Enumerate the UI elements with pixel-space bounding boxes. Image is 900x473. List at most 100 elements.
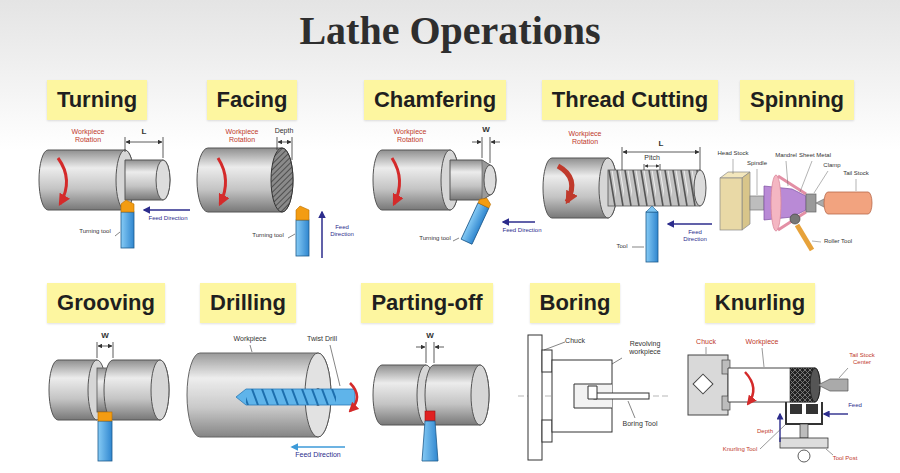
part-label: Workpiece [746, 338, 779, 346]
chamfering-illustration [373, 150, 459, 210]
turning-illustration [115, 232, 120, 236]
drilling-illustration [246, 389, 336, 405]
thread-cutting-illustration [608, 170, 700, 206]
grooving-illustration [97, 342, 98, 358]
spinning-illustration [720, 159, 872, 250]
boring-illustration [544, 342, 635, 418]
operation-label: Drilling [200, 283, 296, 323]
operation-name: Boring [540, 290, 611, 316]
spinning-illustration [800, 161, 812, 192]
knurling-illustration [706, 347, 707, 354]
diagram-title: Lathe Operations [299, 8, 600, 54]
drilling-illustration [292, 446, 345, 448]
turning-illustration [39, 150, 134, 210]
facing-illustration [321, 212, 323, 258]
thread-cutting-illustration [694, 170, 706, 206]
part-label: Chuck [696, 338, 716, 346]
parting-off-illustration [373, 342, 489, 461]
facing-illustration [296, 206, 309, 220]
operation-label: Parting-off [361, 283, 492, 323]
knurling-illustration [824, 413, 848, 414]
facing-illustration [296, 220, 309, 256]
operation-label: Knurling [705, 283, 815, 323]
facing-illustration [218, 158, 226, 204]
part-label: Feed Direction [678, 229, 712, 243]
grooving-illustration [98, 346, 112, 347]
facing-illustration [271, 148, 293, 212]
operation-label: Grooving [47, 283, 165, 323]
part-label: Boring Tool [623, 420, 658, 428]
operation-name: Spinning [750, 87, 844, 113]
part-label: Chuck [565, 337, 585, 345]
chamfering-illustration [482, 137, 483, 158]
spinning-illustration [742, 172, 750, 230]
operation-label: Boring [530, 283, 621, 323]
thread-cutting-illustration [622, 147, 623, 170]
boring-illustration [544, 342, 565, 350]
turning-illustration [125, 137, 126, 152]
thread-cutting-illustration [543, 147, 712, 262]
part-label: W [426, 331, 434, 340]
parting-off-illustration [416, 347, 425, 348]
part-label: Feed [848, 402, 862, 409]
spinning-illustration [797, 225, 812, 250]
part-label: Workpiece Rotation [67, 128, 109, 144]
knurling-illustration [728, 368, 820, 402]
grooving-illustration [49, 342, 169, 461]
part-label: Revolving workpiece [618, 340, 673, 356]
operation-name: Facing [217, 87, 288, 113]
part-label: Depth [275, 127, 294, 135]
part-label: Feed Direction [502, 227, 541, 234]
operation-label: Turning [47, 80, 147, 120]
chamfering-illustration [491, 142, 500, 143]
boring-illustration [542, 420, 552, 442]
chamfering-illustration [490, 137, 491, 163]
chamfering-illustration [472, 142, 481, 143]
knurling-illustration [762, 348, 764, 367]
spinning-illustration [806, 194, 816, 212]
chamfering-illustration [461, 196, 492, 245]
chamfering-illustration [450, 160, 496, 200]
operation-name: Parting-off [371, 290, 482, 316]
grooving-illustration [98, 412, 112, 421]
grooving-illustration [98, 421, 112, 461]
spinning-illustration [771, 175, 781, 231]
operation-label: Chamfering [364, 80, 506, 120]
part-label: Mandrel [775, 152, 797, 159]
spinning-illustration [814, 171, 828, 193]
grooving-illustration [113, 342, 114, 358]
spinning-illustration [856, 179, 857, 191]
knurling-illustration [780, 438, 828, 448]
boring-illustration [528, 335, 542, 460]
knurling-illustration [806, 404, 818, 414]
operation-name: Chamfering [374, 87, 496, 113]
chamfering-illustration [461, 203, 489, 244]
turning-illustration [126, 142, 162, 143]
part-label: Spindle [747, 160, 767, 167]
facing-illustration [288, 234, 295, 238]
thread-cutting-illustration [632, 247, 644, 248]
knurling-illustration [800, 424, 808, 438]
spinning-illustration [812, 241, 821, 242]
thread-cutting-illustration [668, 223, 712, 225]
knurling-illustration [826, 449, 833, 455]
chamfering-illustration [478, 196, 492, 208]
part-label: Tool [616, 243, 627, 250]
operation-name: Drilling [210, 290, 286, 316]
parting-off-illustration [425, 411, 435, 421]
spinning-illustration [790, 214, 800, 224]
part-label: W [482, 125, 490, 134]
knurling-illustration [745, 372, 753, 404]
parting-off-illustration [471, 365, 489, 425]
spinning-illustration [733, 159, 734, 174]
facing-illustration [197, 148, 293, 212]
thread-cutting-illustration [543, 158, 617, 218]
spinning-illustration [778, 176, 806, 230]
drilling-illustration [187, 345, 357, 447]
operation-name: Turning [57, 87, 137, 113]
chamfering-illustration [503, 221, 535, 223]
part-label: Turning tool [417, 235, 453, 242]
part-label: L [142, 127, 147, 136]
parting-off-illustration [435, 347, 444, 348]
chamfering-illustration [484, 165, 496, 195]
